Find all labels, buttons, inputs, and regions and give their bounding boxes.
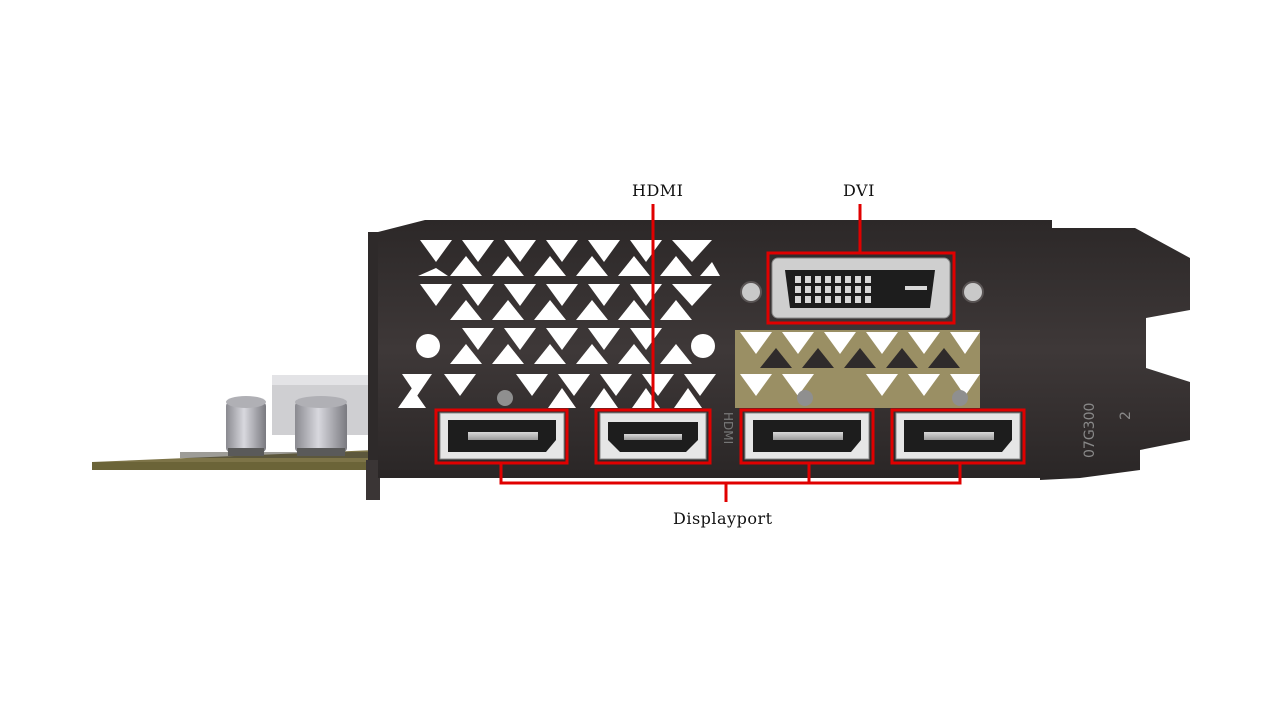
bracket-revision: 2 — [1118, 411, 1134, 420]
displayport-2 — [744, 412, 870, 460]
bracket-tab — [366, 232, 380, 500]
capacitor-right — [295, 396, 347, 456]
dvi-port — [771, 257, 951, 319]
vent-grid-right — [735, 330, 980, 408]
capacitor-left — [226, 396, 266, 456]
leader-lines — [499, 204, 962, 502]
bracket-model-code: 07G300 — [1082, 403, 1098, 458]
displayport-3-highlight-box — [890, 408, 1026, 465]
displayport-label: Displayport — [673, 509, 773, 528]
vent-grid — [398, 240, 720, 408]
displayport-2-highlight-box — [739, 408, 875, 465]
displayport-3 — [895, 412, 1021, 460]
hdmi-port — [599, 412, 707, 460]
displayport-1 — [439, 412, 565, 460]
hdmi-label: HDMI — [632, 181, 684, 200]
hdmi-embossed-marking: HDMI — [721, 412, 735, 444]
displayport-bracket-line — [499, 463, 962, 485]
dvi-label: DVI — [843, 181, 875, 200]
mounting-holes — [416, 281, 984, 406]
